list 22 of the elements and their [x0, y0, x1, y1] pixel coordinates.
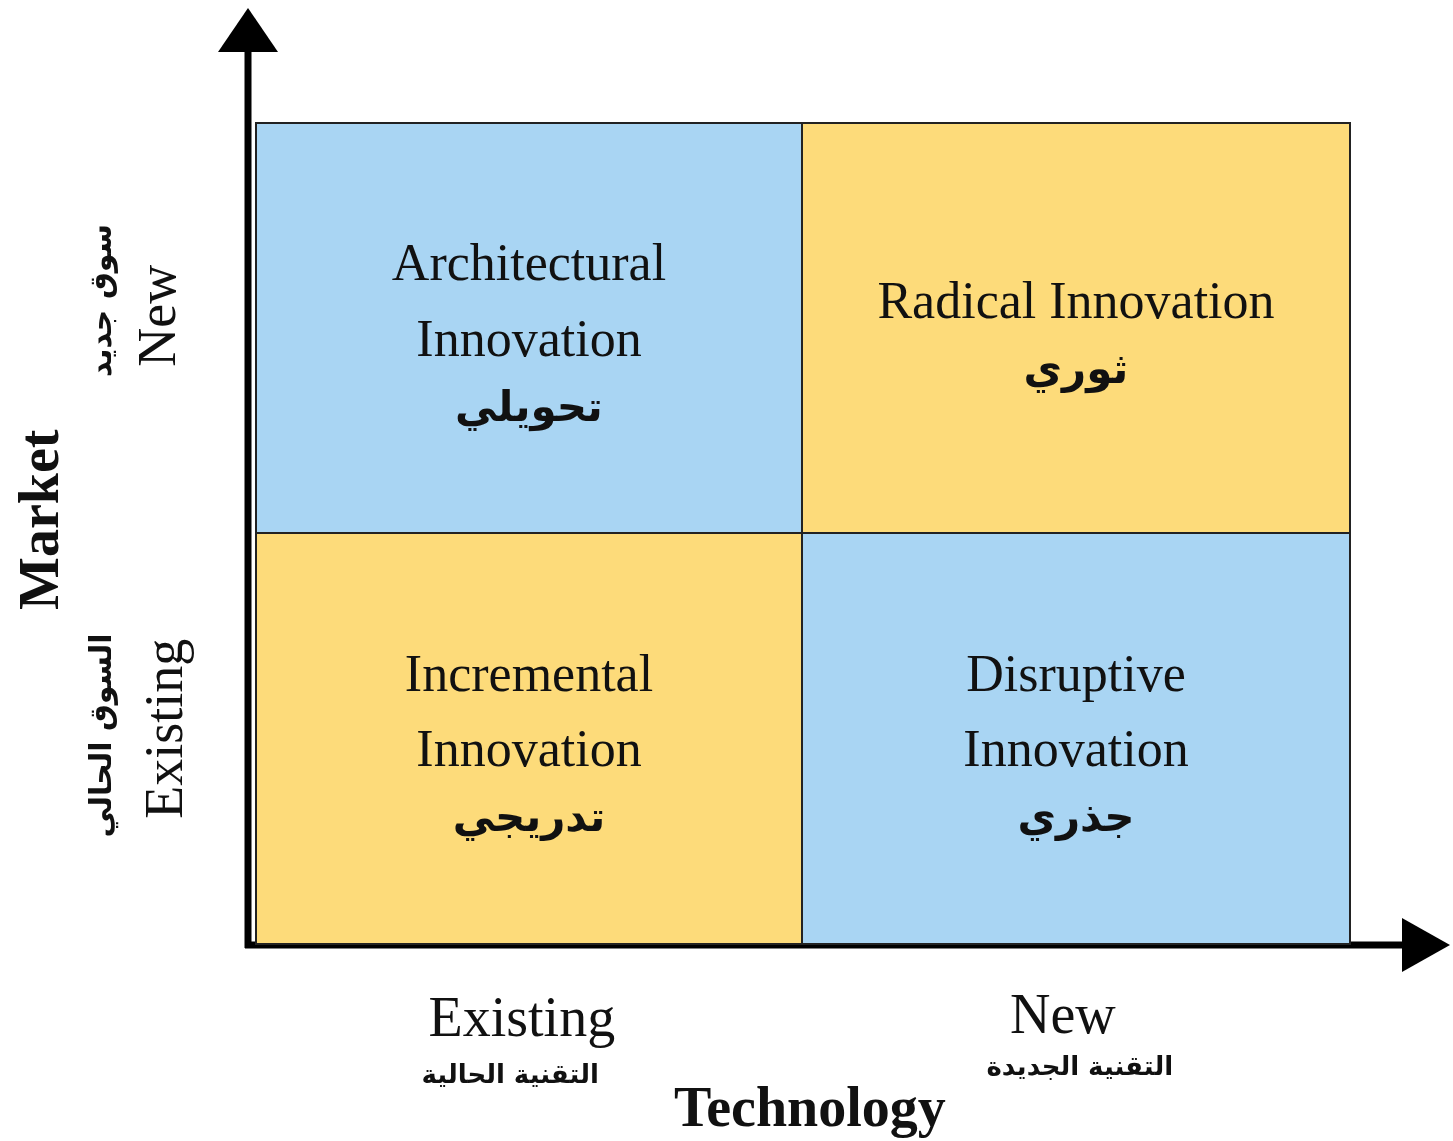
axis-value: Existing — [428, 987, 616, 1049]
quadrant-box — [255, 122, 803, 534]
axis-value: Existing — [135, 638, 195, 819]
axis-value: New — [1010, 984, 1116, 1046]
quadrant-box — [801, 532, 1351, 945]
axis-value: New — [128, 264, 188, 367]
arabic-term: جذري — [1017, 792, 1135, 842]
quadrant-title: Radical Innovation — [876, 270, 1276, 331]
axis-value-arabic: التقنية الحالية — [421, 1059, 599, 1089]
arabic-term: تدريجي — [452, 792, 606, 842]
axis-value-arabic: التقنية الجديدة — [986, 1051, 1174, 1081]
axis-title: Technology — [674, 1077, 946, 1139]
axis-value-arabic: سوق جديد — [83, 223, 117, 377]
quadrant-title: Architectural Innovation — [390, 233, 668, 369]
axis-value-arabic: السوق الحالي — [83, 632, 117, 838]
arabic-term: ثوري — [1023, 344, 1129, 394]
axis-title: Market — [9, 429, 71, 610]
quadrant-box — [801, 122, 1351, 534]
quadrant-box — [255, 532, 803, 945]
quadrant-title: Disruptive Innovation — [962, 643, 1190, 779]
arabic-term: تحويلي — [455, 381, 603, 431]
quadrant-title: Incremental Innovation — [403, 643, 655, 779]
